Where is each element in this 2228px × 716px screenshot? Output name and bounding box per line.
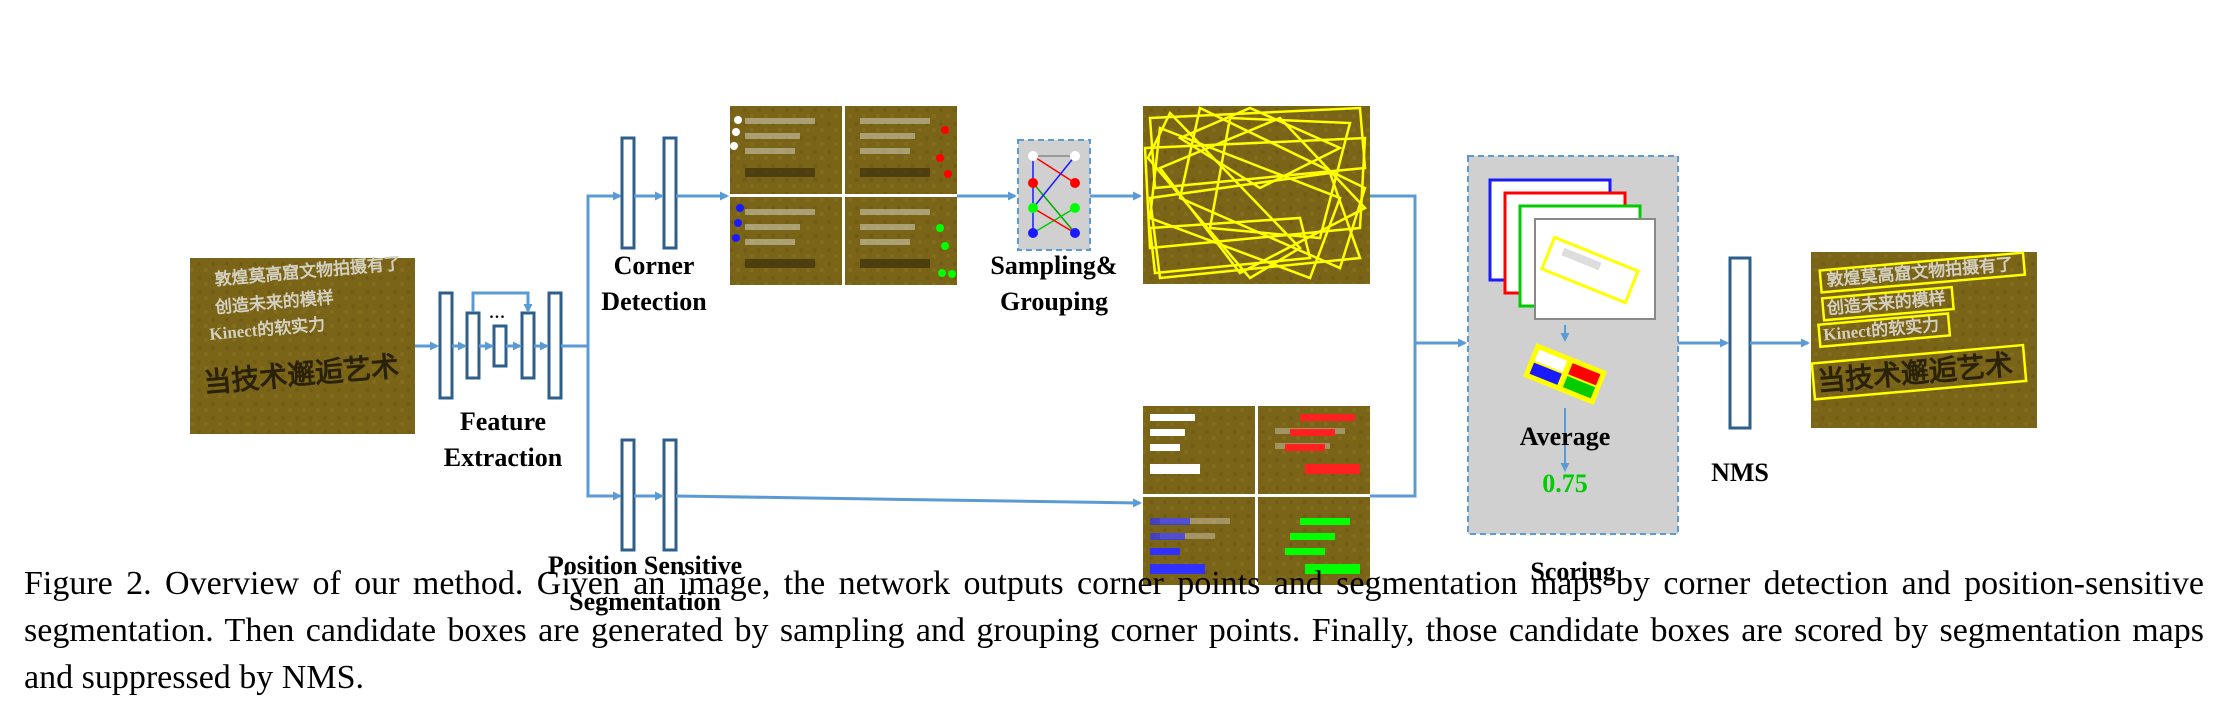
feature-extraction-label-line1: Feature [460, 407, 546, 436]
input-image: 敦煌莫高窟文物拍摄有了 创造未来的模样 Kinect的软实力 当技术邂逅艺术 [190, 253, 415, 434]
backbone-layer [492, 324, 508, 368]
arrow-to-segmentation-maps [675, 494, 1142, 508]
scoring-panel: Average 0.75 [1467, 155, 1679, 535]
scoring-label: Scoring [1530, 557, 1615, 586]
score-value: 0.75 [1542, 469, 1588, 498]
sampling-grouping-box [1017, 139, 1091, 251]
segmentation-head [620, 438, 678, 552]
backbone-layer [438, 291, 454, 400]
candidate-boxes-image [1143, 106, 1370, 284]
sampling-grouping-label-line1: Sampling& [990, 251, 1117, 280]
backbone-layer [465, 311, 481, 380]
ellipsis-label: ... [489, 298, 506, 323]
segmentation-maps [1143, 406, 1370, 585]
output-image: 敦煌莫高窟文物拍摄有了 创造未来的模样 Kinect的软实力 当技术邂逅艺术 [1810, 251, 2037, 428]
corner-detection-head [620, 136, 678, 250]
corner-detection-label-line2: Detection [601, 287, 707, 316]
arrow-to-corner-detection [561, 191, 622, 348]
figure-caption: Figure 2. Overview of our method. Given … [24, 565, 2204, 696]
arrow-candidates-to-scoring [1370, 194, 1417, 343]
skip-connection-arrow [471, 291, 533, 313]
segmentation-label-line2: Segmentation [569, 587, 721, 616]
average-label: Average [1520, 422, 1610, 451]
feature-extraction-label-line2: Extraction [444, 443, 563, 472]
segmentation-label-line1: Position Sensitive [548, 551, 742, 580]
corner-maps [730, 106, 957, 285]
backbone-layer [520, 311, 536, 380]
backbone-layer [547, 291, 563, 400]
nms-label: NMS [1711, 458, 1769, 487]
corner-detection-label-line1: Corner [614, 251, 695, 280]
sampling-grouping-label-line2: Grouping [1000, 287, 1108, 316]
nms-block [1728, 256, 1752, 430]
arrow-to-segmentation [586, 346, 622, 501]
